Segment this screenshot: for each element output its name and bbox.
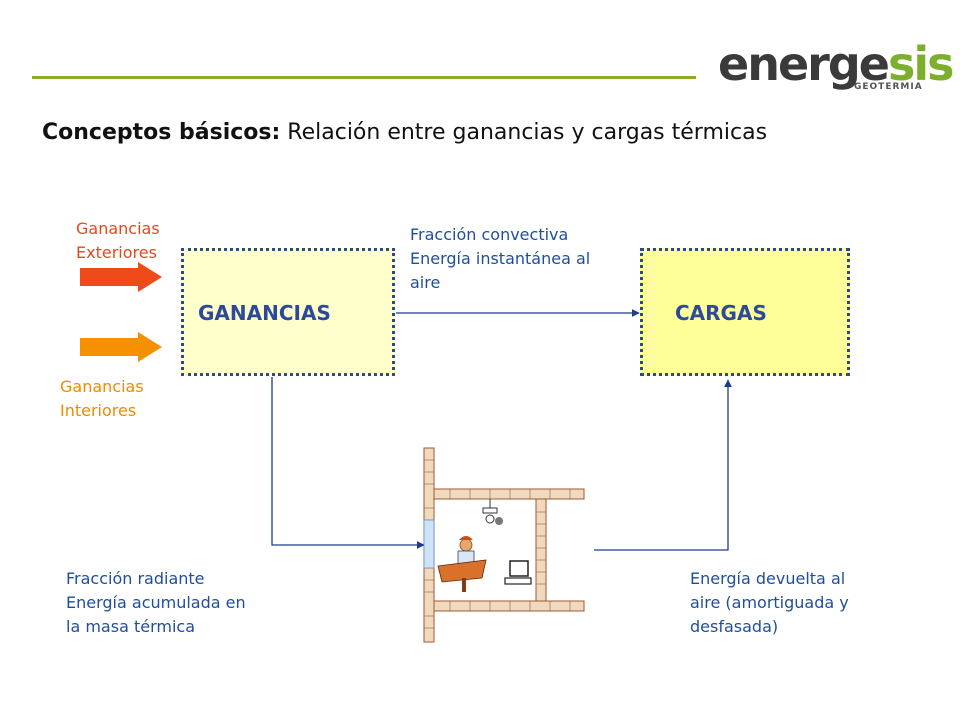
- radiant-arrow: [271, 377, 425, 549]
- cargas-label: CARGAS: [675, 301, 767, 325]
- radiant-label: Fracción radiante Energía acumulada en l…: [66, 569, 246, 636]
- returned-energy-label: Energía devuelta al aire (amortiguada y …: [690, 569, 849, 636]
- header-rule: [32, 76, 696, 79]
- ganancias-box: GANANCIAS: [181, 248, 395, 376]
- logo-wordmark: energesis: [718, 37, 954, 91]
- convective-label: Fracción convectiva Energía instantánea …: [410, 225, 591, 292]
- logo-subtitle: GEOTERMIA: [854, 82, 923, 92]
- exterior-gain-arrow: [80, 262, 162, 292]
- return-arrow: [594, 379, 732, 551]
- energesis-logo: energesis GEOTERMIA: [718, 37, 954, 100]
- exterior-gain-label: Ganancias Exteriores: [76, 219, 160, 262]
- room-illustration: [423, 447, 585, 643]
- page-title: Conceptos básicos: Relación entre gananc…: [42, 120, 768, 145]
- interior-gain-label: Ganancias Interiores: [60, 377, 144, 420]
- cargas-box: CARGAS: [640, 248, 850, 376]
- ganancias-label: GANANCIAS: [198, 301, 331, 325]
- interior-gain-arrow: [80, 332, 162, 362]
